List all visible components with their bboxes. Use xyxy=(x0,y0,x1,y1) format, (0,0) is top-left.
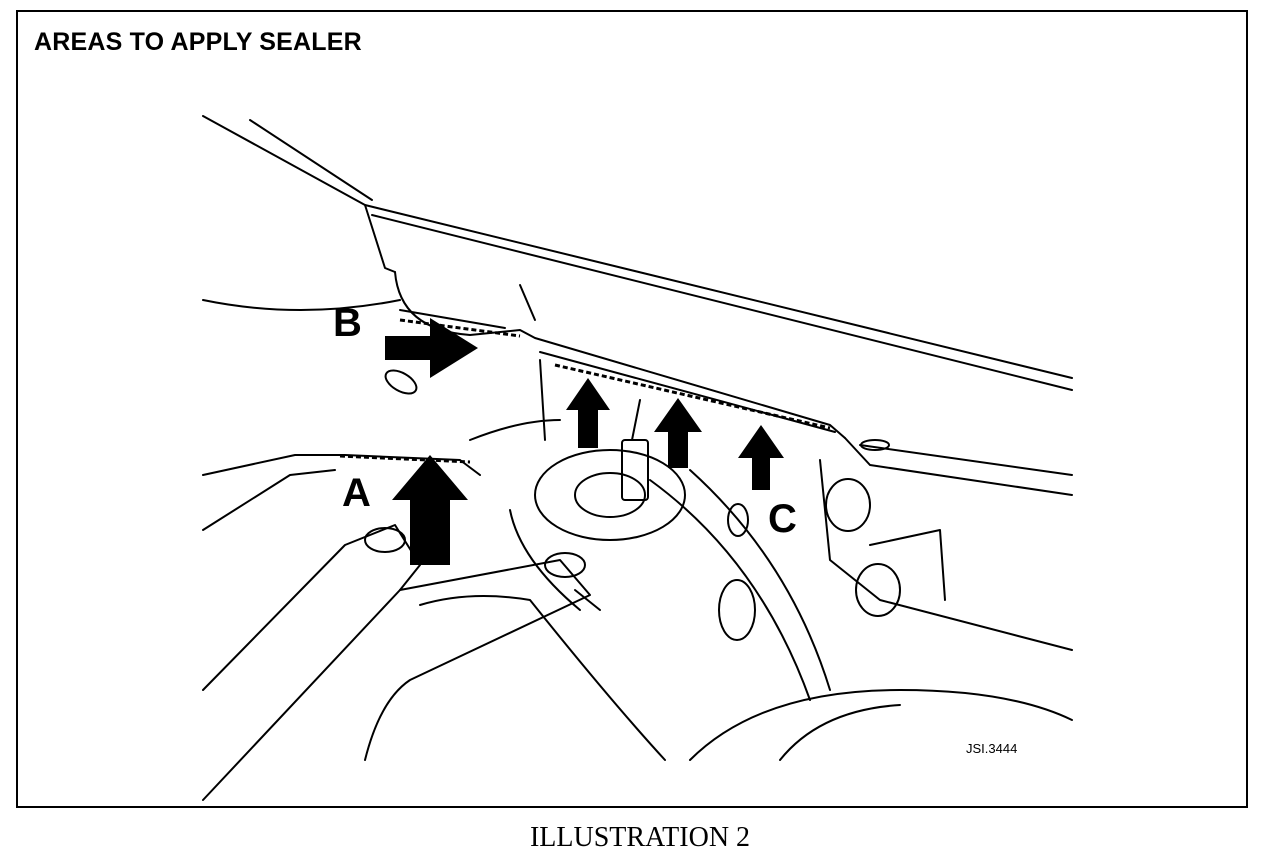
tire xyxy=(689,689,1073,761)
cowl-panel xyxy=(384,271,1073,496)
callout-c: C xyxy=(768,497,797,541)
illustration-caption: ILLUSTRATION 2 xyxy=(529,822,751,853)
arrow-c3 xyxy=(738,425,784,490)
callout-b: B xyxy=(333,301,362,345)
sealer-lines xyxy=(339,318,831,464)
arrow-c1 xyxy=(566,378,610,448)
upper-arm xyxy=(202,524,666,801)
strut-tower xyxy=(469,359,686,611)
figure-code: JSI.3444 xyxy=(966,741,1017,756)
figure-frame: AREAS TO APPLY SEALER xyxy=(16,10,1248,808)
callout-a: A xyxy=(342,471,371,515)
windshield-edge xyxy=(202,115,1073,391)
wheel-housing xyxy=(649,459,1073,701)
arrow-b xyxy=(385,318,478,378)
figure-title: AREAS TO APPLY SEALER xyxy=(34,28,362,56)
arrow-c2 xyxy=(654,398,702,468)
arrow-a xyxy=(392,455,468,565)
